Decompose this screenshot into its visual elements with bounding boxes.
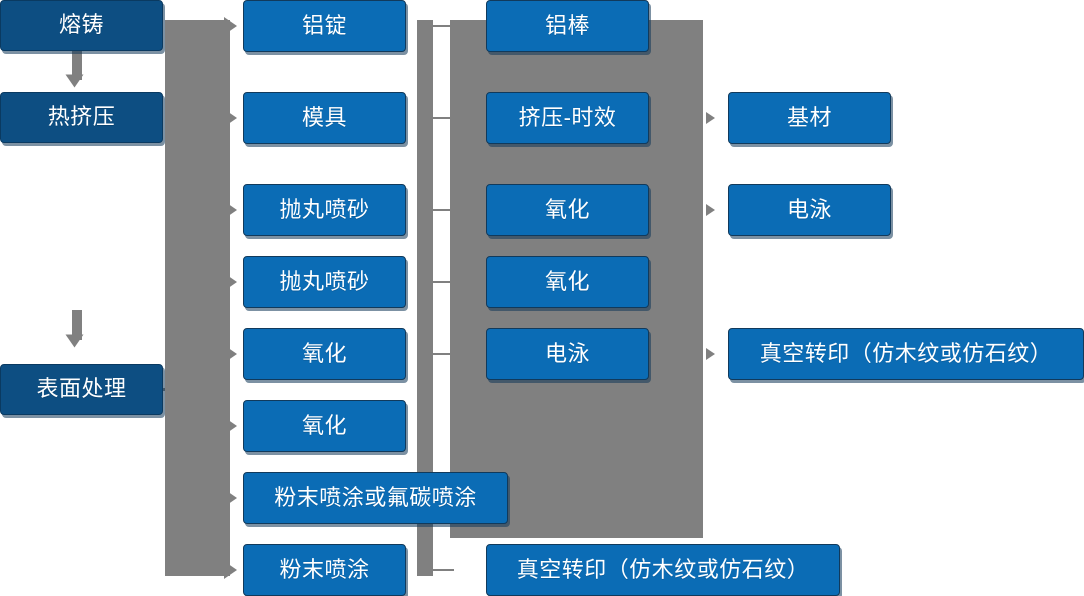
node-oxidation-3[interactable]: 氧化 bbox=[486, 184, 649, 236]
node-shot-blast-1[interactable]: 抛丸喷砂 bbox=[243, 184, 406, 236]
arrow-to-electrophoresis-2-icon bbox=[706, 204, 715, 216]
node-electrophoresis-1-label: 电泳 bbox=[544, 340, 590, 366]
stage-casting-label: 熔铸 bbox=[58, 12, 104, 38]
stage-surface-treatment-label: 表面处理 bbox=[36, 376, 127, 402]
arrow-to-powder-or-pvdf-icon bbox=[224, 489, 237, 507]
arrow-to-oxidation-2-icon bbox=[224, 417, 237, 435]
node-oxidation-3-label: 氧化 bbox=[544, 196, 590, 222]
node-electrophoresis-2-label: 电泳 bbox=[786, 196, 832, 222]
stage-hot-extrusion-label: 热挤压 bbox=[47, 104, 116, 130]
node-oxidation-2-label: 氧化 bbox=[301, 412, 347, 438]
node-mold-label: 模具 bbox=[301, 104, 347, 130]
arrow-to-powder-coating-icon bbox=[224, 561, 237, 579]
arrow-to-shot-blast-1-icon bbox=[224, 201, 237, 219]
arrow-to-oxidation-1-icon bbox=[224, 345, 237, 363]
arrow-to-shot-blast-2-icon bbox=[224, 273, 237, 291]
node-extrusion-aging-label: 挤压-时效 bbox=[518, 104, 617, 130]
node-electrophoresis-1[interactable]: 电泳 bbox=[486, 328, 649, 380]
node-mold[interactable]: 模具 bbox=[243, 92, 406, 144]
connector-extrusion-stem bbox=[72, 310, 82, 340]
node-vacuum-transfer-1-label: 真空转印（仿木纹或仿石纹） bbox=[759, 340, 1053, 366]
node-vacuum-transfer-2-label: 真空转印（仿木纹或仿石纹） bbox=[516, 556, 810, 582]
node-oxidation-1-label: 氧化 bbox=[301, 340, 347, 366]
stage-hot-extrusion[interactable]: 热挤压 bbox=[0, 92, 163, 143]
node-base-material-label: 基材 bbox=[786, 104, 832, 130]
arrow-to-base-material-icon bbox=[706, 112, 715, 124]
node-oxidation-2[interactable]: 氧化 bbox=[243, 400, 406, 452]
connector-extrusion-arrow-icon bbox=[65, 334, 84, 348]
connector-rung-1 bbox=[430, 25, 454, 27]
node-aluminum-bar[interactable]: 铝棒 bbox=[486, 0, 649, 52]
arrow-to-vacuum-transfer-1-icon bbox=[706, 348, 715, 360]
node-shot-blast-2-label: 抛丸喷砂 bbox=[279, 268, 370, 294]
node-base-material[interactable]: 基材 bbox=[728, 92, 891, 144]
node-powder-or-pvdf-label: 粉末喷涂或氟碳喷涂 bbox=[274, 484, 477, 510]
connector-rung-6 bbox=[430, 569, 454, 571]
stage-casting[interactable]: 熔铸 bbox=[0, 0, 163, 51]
node-electrophoresis-2[interactable]: 电泳 bbox=[728, 184, 891, 236]
node-powder-coating-label: 粉末喷涂 bbox=[279, 556, 370, 582]
node-oxidation-4-label: 氧化 bbox=[544, 268, 590, 294]
arrow-to-mold-icon bbox=[224, 109, 237, 127]
connector-rung-2 bbox=[430, 117, 454, 119]
node-vacuum-transfer-1[interactable]: 真空转印（仿木纹或仿石纹） bbox=[728, 328, 1084, 380]
node-oxidation-4[interactable]: 氧化 bbox=[486, 256, 649, 308]
arrow-to-aluminum-ingot-icon bbox=[224, 17, 237, 35]
connector-rung-4 bbox=[430, 281, 454, 283]
node-powder-coating[interactable]: 粉末喷涂 bbox=[243, 544, 406, 596]
connector-rung-3 bbox=[430, 209, 454, 211]
connector-left-bar bbox=[165, 20, 230, 576]
connector-surface-treatment-stem bbox=[160, 388, 182, 391]
connector-casting-stem bbox=[72, 50, 82, 80]
node-powder-or-pvdf[interactable]: 粉末喷涂或氟碳喷涂 bbox=[243, 472, 508, 524]
node-shot-blast-1-label: 抛丸喷砂 bbox=[279, 196, 370, 222]
stage-surface-treatment[interactable]: 表面处理 bbox=[0, 364, 163, 415]
node-aluminum-ingot[interactable]: 铝锭 bbox=[243, 0, 406, 52]
node-vacuum-transfer-2[interactable]: 真空转印（仿木纹或仿石纹） bbox=[486, 544, 840, 596]
node-aluminum-ingot-label: 铝锭 bbox=[301, 12, 347, 38]
connector-casting-arrow-icon bbox=[65, 74, 84, 88]
node-shot-blast-2[interactable]: 抛丸喷砂 bbox=[243, 256, 406, 308]
node-aluminum-bar-label: 铝棒 bbox=[544, 12, 590, 38]
node-oxidation-1[interactable]: 氧化 bbox=[243, 328, 406, 380]
connector-mid-bar bbox=[417, 20, 433, 576]
node-extrusion-aging[interactable]: 挤压-时效 bbox=[486, 92, 649, 144]
connector-rung-5 bbox=[430, 353, 454, 355]
